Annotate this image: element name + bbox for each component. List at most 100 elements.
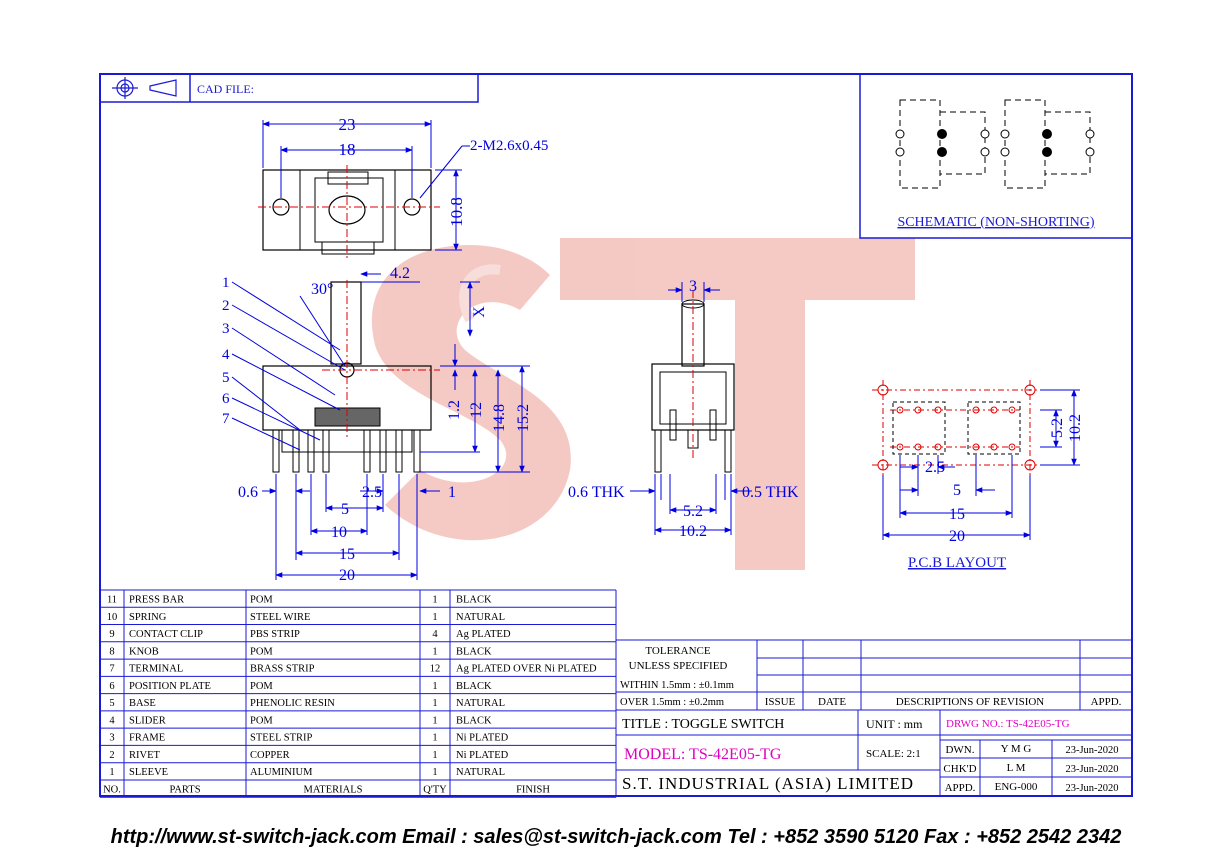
dim-30deg: 30°	[311, 281, 333, 298]
bom-row-finish: NATURAL	[456, 612, 505, 623]
model-text: MODEL: TS-42E05-TG	[624, 746, 782, 763]
bom-row-no: 10	[107, 612, 118, 623]
bom-row-no: 6	[109, 681, 114, 692]
dim-15: 15	[339, 546, 355, 563]
bom-row-part: BASE	[129, 698, 156, 709]
callout-2: 2	[222, 298, 230, 314]
bom-row-qty: 4	[432, 629, 438, 640]
appd-header: APPD.	[1091, 696, 1122, 708]
side-view: 3 0.6 THK 0.5 THK 5.2 10.2	[568, 278, 799, 540]
bom-row-qty: 1	[432, 612, 437, 623]
appd-date: 23-Jun-2020	[1065, 783, 1118, 794]
dim-4-2: 4.2	[390, 265, 410, 282]
dim-5: 5	[341, 501, 349, 518]
dwn-label: DWN.	[945, 744, 974, 756]
dim-23: 23	[339, 115, 356, 134]
title-block	[615, 639, 1133, 797]
bom-row-part: SPRING	[129, 612, 167, 623]
bom-row-qty: 1	[432, 750, 437, 761]
bom-row-no: 4	[109, 715, 115, 726]
bom-row-part: KNOB	[129, 646, 159, 657]
bom-row-finish: BLACK	[456, 715, 492, 726]
pcb-dim-5-2: 5.2	[1049, 418, 1066, 438]
tolerance-title: TOLERANCE	[645, 645, 710, 657]
dim-18: 18	[339, 140, 356, 159]
bom-row-material: POM	[250, 646, 273, 657]
dwn-by: Y M G	[1001, 743, 1032, 755]
tolerance-over: OVER 1.5mm : ±0.2mm	[620, 697, 724, 708]
bom-row-material: POM	[250, 595, 273, 606]
dim-side-5-2: 5.2	[683, 503, 703, 520]
dim-side-0-6-thk: 0.6 THK	[568, 484, 625, 501]
front-view: 30° 4.2 X 1.2 12 14.8 15.2 0.6 2.5 1 5 1…	[222, 265, 532, 584]
dim-14-8: 14.8	[491, 404, 508, 432]
bom-row-no: 8	[109, 646, 114, 657]
pcb-dim-2-5: 2.5	[925, 459, 945, 476]
callout-3: 3	[222, 321, 230, 337]
pcb-layout-label: P.C.B LAYOUT	[908, 555, 1006, 571]
dim-10: 10	[331, 524, 347, 541]
bom-row-qty: 1	[432, 733, 437, 744]
date-header: DATE	[818, 696, 846, 708]
callout-4: 4	[222, 347, 230, 363]
callout-5: 5	[222, 370, 230, 386]
bom-row-part: CONTACT CLIP	[129, 629, 203, 640]
dim-side-0-5-thk: 0.5 THK	[742, 484, 799, 501]
bom-header-parts: PARTS	[169, 784, 200, 795]
bom-row-finish: NATURAL	[456, 698, 505, 709]
tolerance-sub: UNLESS SPECIFIED	[629, 660, 728, 672]
bom-row-finish: Ag PLATED	[456, 629, 511, 640]
chkd-by: L M	[1007, 762, 1026, 774]
dim-side-3: 3	[689, 278, 697, 295]
bom-row-material: ALUMINIUM	[250, 767, 313, 778]
bom-row-material: POM	[250, 681, 273, 692]
top-view: 23 18 2-M2.6x0.45 10.8	[258, 115, 548, 258]
bom-row-finish: Ni PLATED	[456, 733, 509, 744]
bom-row-part: SLIDER	[129, 715, 166, 726]
bom-row-part: TERMINAL	[129, 664, 183, 675]
dim-10-8: 10.8	[447, 197, 466, 227]
bom-row-part: RIVET	[129, 750, 160, 761]
chkd-label: CHK'D	[943, 763, 976, 775]
bom-row-no: 5	[109, 698, 114, 709]
pcb-dim-5: 5	[953, 482, 961, 499]
bom-row-qty: 1	[432, 646, 437, 657]
bom-row-material: BRASS STRIP	[250, 664, 315, 675]
bom-row-part: FRAME	[129, 733, 165, 744]
bom-row-no: 11	[107, 595, 117, 606]
bom-header-qty: Q'TY	[423, 784, 447, 795]
dim-1: 1	[448, 484, 456, 501]
bom-row-no: 1	[109, 767, 114, 778]
bom-row-finish: Ni PLATED	[456, 750, 509, 761]
bom-row-qty: 12	[430, 664, 441, 675]
dim-0-6: 0.6	[238, 484, 258, 501]
title-text: TITLE : TOGGLE SWITCH	[622, 717, 784, 732]
drwg-no: DRWG NO.: TS-42E05-TG	[946, 718, 1070, 730]
pcb-dim-10-2: 10.2	[1067, 414, 1084, 442]
bom-header-finish: FINISH	[516, 784, 550, 795]
bom-row-qty: 1	[432, 681, 437, 692]
dwn-date: 23-Jun-2020	[1065, 745, 1118, 756]
dim-2-5: 2.5	[362, 484, 382, 501]
bom-header-no: NO.	[103, 784, 121, 795]
unit-text: UNIT : mm	[866, 717, 923, 731]
bom-row-finish: NATURAL	[456, 767, 505, 778]
callout-7: 7	[222, 411, 230, 427]
bom-row-material: COPPER	[250, 750, 290, 761]
bom-row-part: PRESS BAR	[129, 595, 184, 606]
dim-thread: 2-M2.6x0.45	[470, 138, 548, 154]
bom-row-finish: Ag PLATED OVER Ni PLATED	[456, 664, 597, 675]
bom-row-material: POM	[250, 715, 273, 726]
schematic-panel: SCHEMATIC (NON-SHORTING)	[859, 73, 1133, 239]
company-name: S.T. INDUSTRIAL (ASIA) LIMITED	[622, 774, 914, 793]
descriptions-header: DESCRIPTIONS OF REVISION	[896, 696, 1045, 708]
dim-1-2: 1.2	[446, 400, 463, 420]
bom-row-qty: 1	[432, 767, 437, 778]
bom-row-finish: BLACK	[456, 646, 492, 657]
bom-row-qty: 1	[432, 715, 437, 726]
pcb-layout: 5.2 10.2 2.5 5 15 20 P.C.B LAYOUT	[872, 380, 1084, 571]
bom-row-material: PHENOLIC RESIN	[250, 698, 335, 709]
contact-footer: http://www.st-switch-jack.com Email : sa…	[110, 826, 1122, 848]
cad-file-label: CAD FILE:	[197, 82, 254, 96]
bom-row-qty: 1	[432, 595, 437, 606]
